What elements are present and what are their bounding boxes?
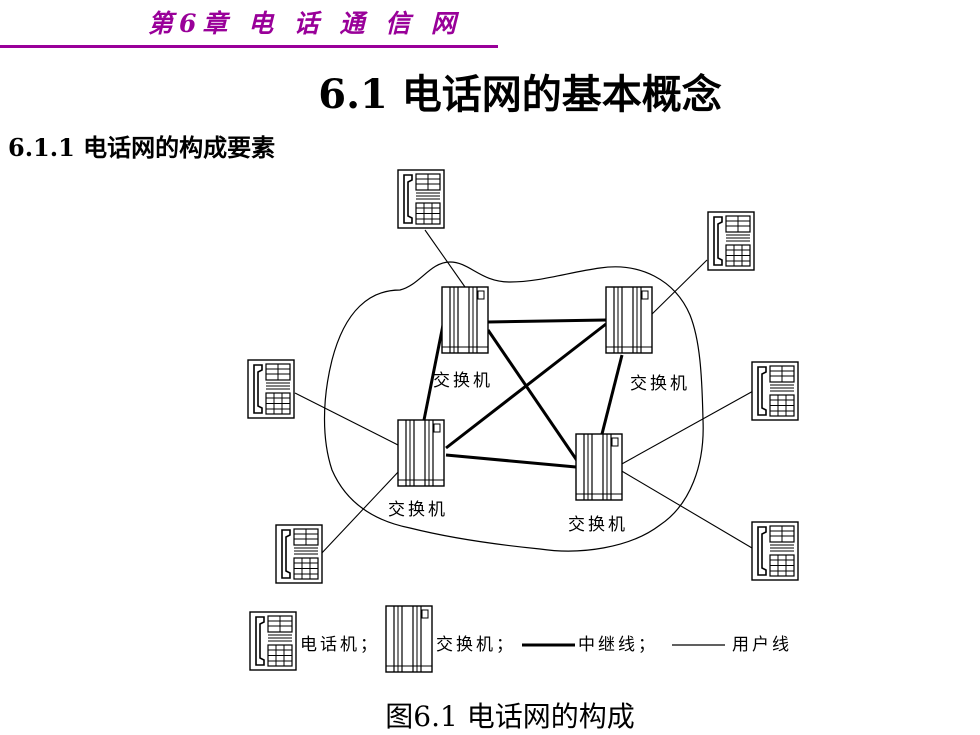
telephone-icon <box>751 361 799 421</box>
switch-label: 交换机 <box>630 374 690 394</box>
subsection-title: 6.1.1 电话网的构成要素 <box>8 133 276 162</box>
chapter-header: 第6章 电 话 通 信 网 <box>148 9 462 38</box>
telephone-icon <box>397 169 445 229</box>
legend-subscriber-label: 用户线 <box>732 635 792 655</box>
legend-switch-icon <box>385 605 433 673</box>
switch-label: 交换机 <box>388 500 448 520</box>
figure-caption: 图6.1 电话网的构成 <box>385 700 635 733</box>
telephone-icon <box>275 524 323 584</box>
subscriber-lines <box>294 229 756 556</box>
switch-icon <box>605 286 653 354</box>
switch-label: 交换机 <box>568 515 628 535</box>
section-title: 6.1 电话网的基本概念 <box>318 71 722 118</box>
legend-telephone-icon <box>249 611 297 671</box>
network-cloud <box>323 261 704 552</box>
header-divider <box>0 45 498 48</box>
telephone-icon <box>751 521 799 581</box>
telephone-icon <box>707 211 755 271</box>
switch-icon <box>575 433 623 501</box>
legend-switch-label: 交换机； <box>436 635 516 655</box>
legend: 电话机； 交换机； 中继线； 用户线 <box>249 605 792 673</box>
legend-trunk-label: 中继线； <box>578 635 658 655</box>
legend-telephone-label: 电话机； <box>300 635 380 655</box>
switch-icon <box>397 419 445 487</box>
switch-icon <box>441 286 489 354</box>
switch-label: 交换机 <box>433 371 493 391</box>
trunk-lines <box>422 318 624 469</box>
telephone-icon <box>247 359 295 419</box>
